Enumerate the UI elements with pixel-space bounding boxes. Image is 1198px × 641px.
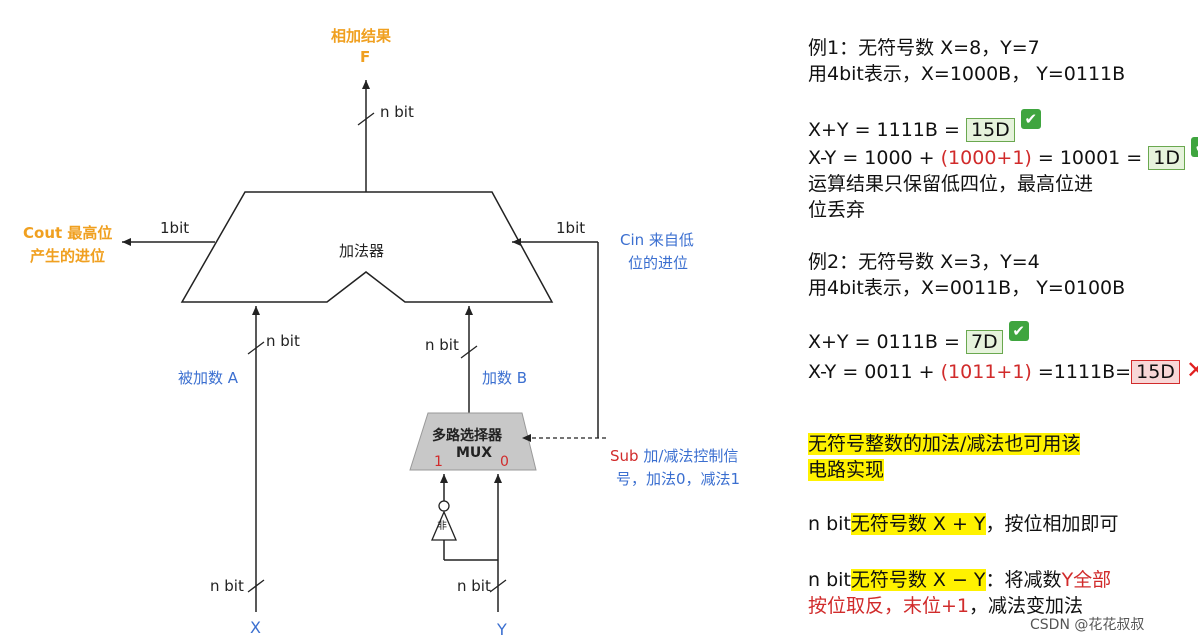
- example1-diff-text: X-Y = 1000 +: [808, 147, 941, 169]
- add-rule-highlight: 无符号数 X + Y: [850, 513, 986, 535]
- conclusion-text-1: 无符号整数的加法/减法也可用该: [808, 433, 1081, 455]
- not-gate-symbol: 非: [437, 521, 447, 532]
- cross-icon: ✕: [1185, 356, 1198, 384]
- bus-top-width: n bit: [380, 103, 414, 121]
- addend-b-label: 加数 B: [482, 369, 528, 387]
- sub-label-line2: 号，加法0，减法1: [616, 470, 741, 488]
- watermark: CSDN @花花叔叔: [1030, 617, 1145, 633]
- example2-sum: X+Y = 0111B = 7D ✔: [808, 321, 1029, 354]
- bus-slash-top: [357, 112, 375, 126]
- input-x-label: X: [250, 618, 261, 637]
- adder-label: 加法器: [339, 242, 385, 260]
- example2-sum-result: 7D: [965, 330, 1003, 354]
- cout-bit-width: 1bit: [160, 219, 190, 237]
- result-label: 相加结果: [331, 27, 392, 45]
- mux-input-1: 1: [434, 454, 443, 470]
- example1-note-line2: 位丢弃: [808, 199, 866, 221]
- example1-diff-result: 1D: [1148, 146, 1185, 170]
- cin-bit-width: 1bit: [556, 219, 586, 237]
- conclusion-line2: 电路实现: [808, 458, 885, 482]
- bus-y-width: n bit: [457, 577, 491, 595]
- input-y-label: Y: [497, 620, 507, 639]
- example1-diff-complement: (1000+1): [940, 147, 1032, 169]
- sub-label-line1: Sub 加/减法控制信: [610, 445, 738, 466]
- sub-rule-highlight: 无符号数 X − Y: [850, 569, 986, 591]
- mux-label-line1: 多路选择器: [432, 428, 502, 444]
- cin-label-line2: 位的进位: [628, 254, 689, 272]
- example2-diff-text: X-Y = 0011 +: [808, 361, 941, 383]
- add-rule-prefix: n bit: [808, 513, 851, 535]
- example1-sum-result: 15D: [965, 118, 1015, 142]
- sub-rule-red-1: Y全部: [1061, 569, 1112, 591]
- bus-slash-y: [489, 579, 507, 593]
- addend-a-label: 被加数 A: [178, 369, 239, 387]
- example2-diff-complement: (1011+1): [940, 361, 1032, 383]
- sub-rule-red-2: 按位取反，末位+1: [808, 595, 970, 617]
- add-rule-suffix: ，按位相加即可: [985, 513, 1119, 535]
- check-icon: ✔: [1191, 137, 1198, 157]
- add-rule: n bit无符号数 X + Y，按位相加即可: [808, 512, 1119, 536]
- example1-diff-mid: = 10001 =: [1031, 147, 1149, 169]
- example2-line2: 用4bit表示，X=0011B， Y=0100B: [808, 277, 1126, 299]
- mux-input-0: 0: [500, 454, 509, 470]
- bus-slash-a: [247, 341, 265, 355]
- example1-line2: 用4bit表示，X=1000B， Y=0111B: [808, 63, 1126, 85]
- sub-rule-line1: n bit无符号数 X − Y：将减数Y全部: [808, 568, 1111, 592]
- cout-label-line1: Cout 最高位: [23, 224, 113, 242]
- example1-sum-text: X+Y = 1111B =: [808, 119, 960, 141]
- example1-line1: 例1：无符号数 X=8，Y=7: [808, 37, 1040, 59]
- bus-x-width: n bit: [210, 577, 244, 595]
- conclusion-line1: 无符号整数的加法/减法也可用该: [808, 432, 1081, 456]
- mux-label-line2: MUX: [456, 445, 493, 461]
- sub-rule-suffix: ，减法变加法: [969, 595, 1084, 617]
- bus-slash-x: [247, 579, 265, 593]
- check-icon: ✔: [1008, 321, 1029, 341]
- bus-slash-b: [460, 345, 478, 359]
- cout-label-line2: 产生的进位: [30, 247, 106, 265]
- example2-diff-mid: =1111B=: [1031, 361, 1132, 383]
- sub-rule-line2: 按位取反，末位+1，减法变加法: [808, 594, 1083, 618]
- bus-a-width: n bit: [266, 332, 300, 350]
- example2-diff-result: 15D: [1131, 360, 1180, 384]
- adder-shape: [180, 191, 554, 303]
- check-icon: ✔: [1020, 109, 1041, 129]
- example1-sum: X+Y = 1111B = 15D ✔: [808, 109, 1041, 142]
- result-symbol: F: [360, 48, 371, 66]
- sub-label-text: 加/减法控制信: [638, 447, 739, 465]
- example1-diff: X-Y = 1000 + (1000+1) = 10001 = 1D ✔: [808, 137, 1198, 170]
- cin-label-line1: Cin 来自低: [620, 231, 694, 249]
- bus-b-width: n bit: [425, 336, 459, 354]
- sub-rule-mid: ：将减数: [985, 569, 1062, 591]
- conclusion-text-2: 电路实现: [808, 459, 885, 481]
- example1-note-line1: 运算结果只保留低四位，最高位进: [808, 173, 1094, 195]
- example2-diff: X-Y = 0011 + (1011+1) =1111B=15D ✕: [808, 358, 1198, 384]
- example2-sum-text: X+Y = 0111B =: [808, 331, 960, 353]
- sub-rule-prefix: n bit: [808, 569, 851, 591]
- mux-shape: [409, 412, 537, 471]
- sub-signal-name: Sub: [610, 447, 639, 465]
- not-gate: [431, 510, 457, 541]
- not-gate-bubble: [438, 500, 450, 512]
- example2-line1: 例2：无符号数 X=3，Y=4: [808, 251, 1040, 273]
